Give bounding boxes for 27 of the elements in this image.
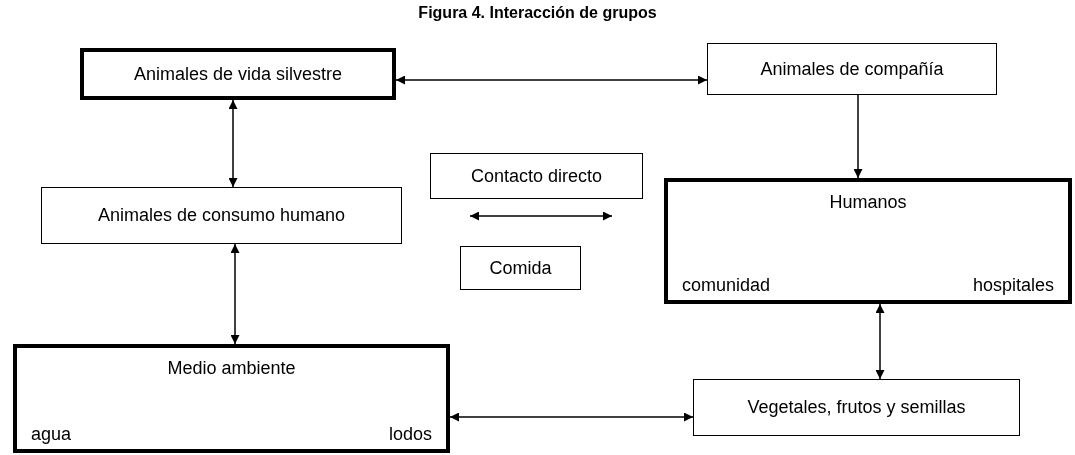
- sub-label: comunidad: [682, 275, 771, 296]
- arrow: [228, 99, 238, 188]
- group-box: [664, 178, 1072, 304]
- arrow: [449, 412, 694, 422]
- arrow: [853, 94, 863, 179]
- box-label: Contacto directo: [470, 165, 603, 187]
- group-box: [13, 344, 450, 453]
- group-box: [80, 48, 396, 100]
- process-box: [41, 187, 402, 244]
- box-label: Animales de consumo humano: [97, 205, 346, 226]
- process-box: [460, 246, 581, 290]
- box-label: Animales de vida silvestre: [133, 63, 343, 85]
- process-box: [693, 379, 1020, 436]
- process-box: [430, 153, 643, 199]
- sub-label: lodos: [388, 424, 432, 445]
- figure-title: Figura 4. Interacción de grupos: [417, 4, 658, 22]
- box-label: Vegetales, frutos y semillas: [747, 397, 966, 418]
- sub-label: hospitales: [972, 275, 1054, 296]
- process-box: [707, 43, 997, 95]
- box-label: Humanos: [829, 192, 907, 213]
- box-label: Comida: [489, 257, 552, 279]
- sub-label: agua: [31, 424, 72, 445]
- arrow: [230, 243, 240, 345]
- arrow: [875, 303, 885, 380]
- box-label: Medio ambiente: [167, 358, 296, 379]
- box-label: Animales de compañía: [760, 58, 944, 80]
- arrow: [395, 75, 708, 85]
